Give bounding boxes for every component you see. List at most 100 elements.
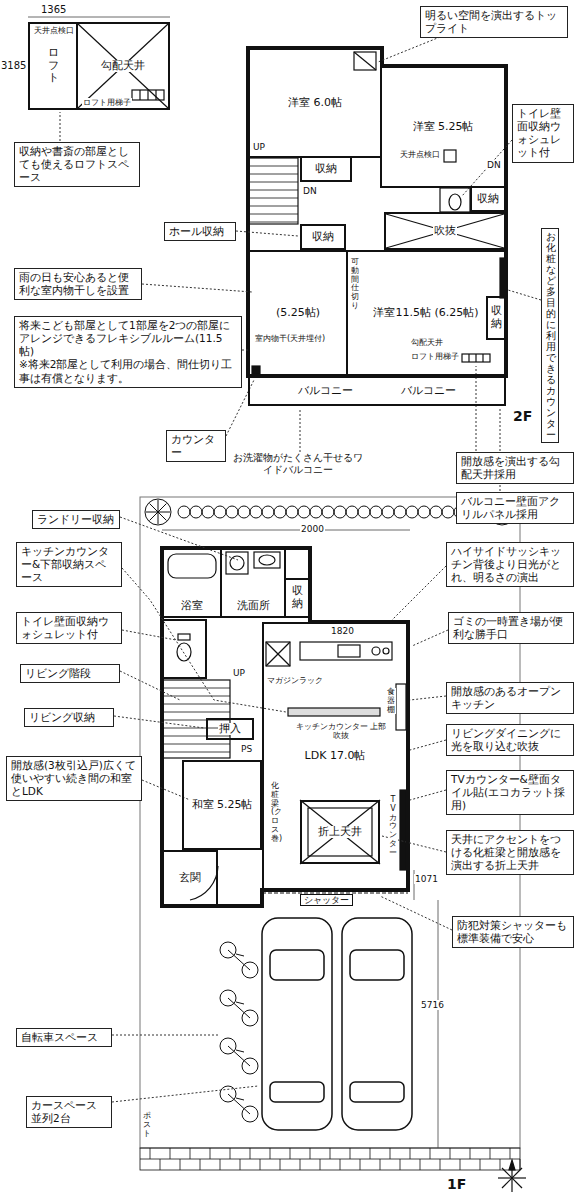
leader-line bbox=[508, 290, 541, 300]
room-box: 浴室 bbox=[162, 548, 222, 618]
brick-wall bbox=[330, 1148, 331, 1159]
plan-label: ポスト bbox=[142, 1112, 152, 1138]
callout-box: 天井にアクセントをつける化粧梁と開放感を演出する折上天井 bbox=[446, 830, 574, 875]
callout-box: 自転車スペース bbox=[16, 1028, 112, 1047]
car-symbol bbox=[270, 1082, 324, 1102]
node-text: 将来こども部屋として1部屋を2つの部屋にアレンジできるフレキシブルルーム(11.… bbox=[19, 319, 237, 358]
fixture bbox=[482, 354, 483, 362]
node-text: リビング収納 bbox=[29, 711, 109, 724]
leader-line bbox=[392, 566, 446, 620]
fixture bbox=[300, 800, 380, 864]
plan-label: お洗濯物がたくさん干せるワイドバルコニー bbox=[232, 452, 364, 475]
brick-wall bbox=[250, 1148, 251, 1159]
plan-label: マガジンラック bbox=[266, 676, 324, 685]
stair-tread bbox=[248, 206, 298, 207]
room-box: 収納 bbox=[470, 186, 506, 212]
room-box: ロフト bbox=[28, 22, 78, 110]
node-text: リビング階段 bbox=[25, 667, 115, 680]
car-symbol bbox=[350, 1082, 404, 1102]
callout-box: バルコニー壁面アクリルパネル採用 bbox=[456, 492, 574, 524]
room-box: 玄関 bbox=[162, 850, 218, 906]
fixture bbox=[462, 354, 490, 362]
brick-wall bbox=[180, 1159, 181, 1170]
plan-label: シャッター bbox=[300, 894, 353, 906]
fixture bbox=[78, 24, 168, 108]
room-box: 収納 bbox=[284, 578, 310, 618]
fixture bbox=[372, 647, 380, 655]
leader-line bbox=[300, 410, 301, 452]
node-text: 収納 bbox=[291, 585, 304, 610]
room-box: 収納 bbox=[300, 156, 352, 182]
room-box: 勾配天井 bbox=[76, 22, 170, 110]
fixture bbox=[386, 214, 504, 248]
node-text: バルコニー bbox=[297, 385, 354, 398]
node-text: 天井にアクセントをつける化粧梁と開放感を演出する折上天井 bbox=[451, 833, 569, 872]
leader-line bbox=[412, 630, 448, 646]
bicycle-symbol bbox=[236, 1002, 244, 1004]
node-text: 吹抜 bbox=[433, 225, 457, 238]
bicycle-symbol bbox=[228, 1046, 250, 1066]
stair-tread bbox=[162, 744, 230, 745]
fixture bbox=[147, 90, 148, 100]
node-text: キッチンカウンター&下部収納スペース bbox=[21, 545, 117, 584]
brick-wall bbox=[160, 1159, 161, 1170]
plan-label: 1365 bbox=[40, 4, 67, 16]
fixture bbox=[155, 90, 156, 100]
fixture bbox=[354, 52, 376, 70]
fixture bbox=[168, 554, 216, 578]
plan-label: DN bbox=[302, 186, 318, 196]
node-text: 防犯対策シャッターも標準装備で安心 bbox=[457, 919, 569, 945]
callout-box: 開放感のあるオープンキッチン bbox=[446, 682, 574, 714]
leader-line bbox=[410, 790, 446, 800]
site-boundary bbox=[140, 497, 520, 1148]
callout-box: ホール収納 bbox=[164, 222, 236, 241]
leader-line bbox=[112, 1086, 258, 1102]
compass bbox=[509, 1160, 515, 1170]
stair-tread bbox=[162, 752, 230, 753]
stair-tread bbox=[248, 182, 298, 183]
fixture bbox=[308, 808, 372, 856]
plan-label: 可動間仕切り bbox=[350, 258, 360, 311]
node-text: ハイサイドサッシキッチン背後より日光がとれ、明るさの演出 bbox=[451, 545, 569, 584]
brick-wall bbox=[270, 1148, 271, 1159]
brick-wall bbox=[280, 1159, 281, 1170]
room-box: (5.25帖) bbox=[248, 250, 348, 376]
callout-box: 雨の日も安心あると便利な室内物干しを設置 bbox=[14, 268, 142, 300]
room-box: 吹抜 bbox=[384, 212, 506, 250]
node-text: 雨の日も安心あると便利な室内物干しを設置 bbox=[19, 271, 137, 297]
leader-line bbox=[112, 1035, 218, 1036]
callout-box: トイレ壁面収納ウォシュレット付 bbox=[512, 104, 574, 163]
plan-label: UP bbox=[232, 668, 246, 678]
tree-symbol bbox=[158, 512, 159, 524]
node-text: 浴室 bbox=[180, 600, 204, 613]
callout-box: ランドリー収納 bbox=[32, 510, 120, 529]
fixture bbox=[300, 800, 380, 864]
plan-label: 1820 bbox=[330, 626, 355, 636]
node-text: 折上天井 bbox=[317, 826, 363, 839]
node-text: トイレ壁面収納ウォシュレット付 bbox=[21, 615, 117, 641]
brick-wall bbox=[150, 1148, 151, 1159]
stair-tread bbox=[248, 214, 298, 215]
plan-label: 3185 bbox=[0, 60, 27, 72]
stair-tread bbox=[248, 198, 298, 199]
node-text: カースペース並列2台 bbox=[31, 1099, 107, 1125]
bicycle-symbol bbox=[236, 954, 244, 956]
hedge bbox=[178, 506, 478, 518]
room-box: 和室 5.25帖 bbox=[182, 760, 262, 850]
node-text: バルコニー bbox=[400, 385, 457, 398]
tree-symbol bbox=[146, 512, 158, 513]
compass bbox=[502, 1168, 522, 1188]
brick-wall bbox=[460, 1159, 461, 1170]
node-text: 自転車スペース bbox=[21, 1031, 107, 1044]
brick-wall bbox=[350, 1148, 351, 1159]
callout-box: 明るい空間を演出するトップライト bbox=[420, 6, 568, 38]
stair-tread bbox=[248, 166, 298, 167]
brick-wall bbox=[410, 1148, 411, 1159]
fixture bbox=[468, 354, 469, 362]
fixture bbox=[338, 645, 360, 657]
fixture bbox=[354, 52, 376, 70]
compass bbox=[502, 1168, 522, 1188]
leader-line bbox=[410, 740, 446, 750]
plan-label: ロフト用梯子 bbox=[82, 98, 132, 107]
plan-label: 勾配天井 bbox=[410, 338, 444, 347]
